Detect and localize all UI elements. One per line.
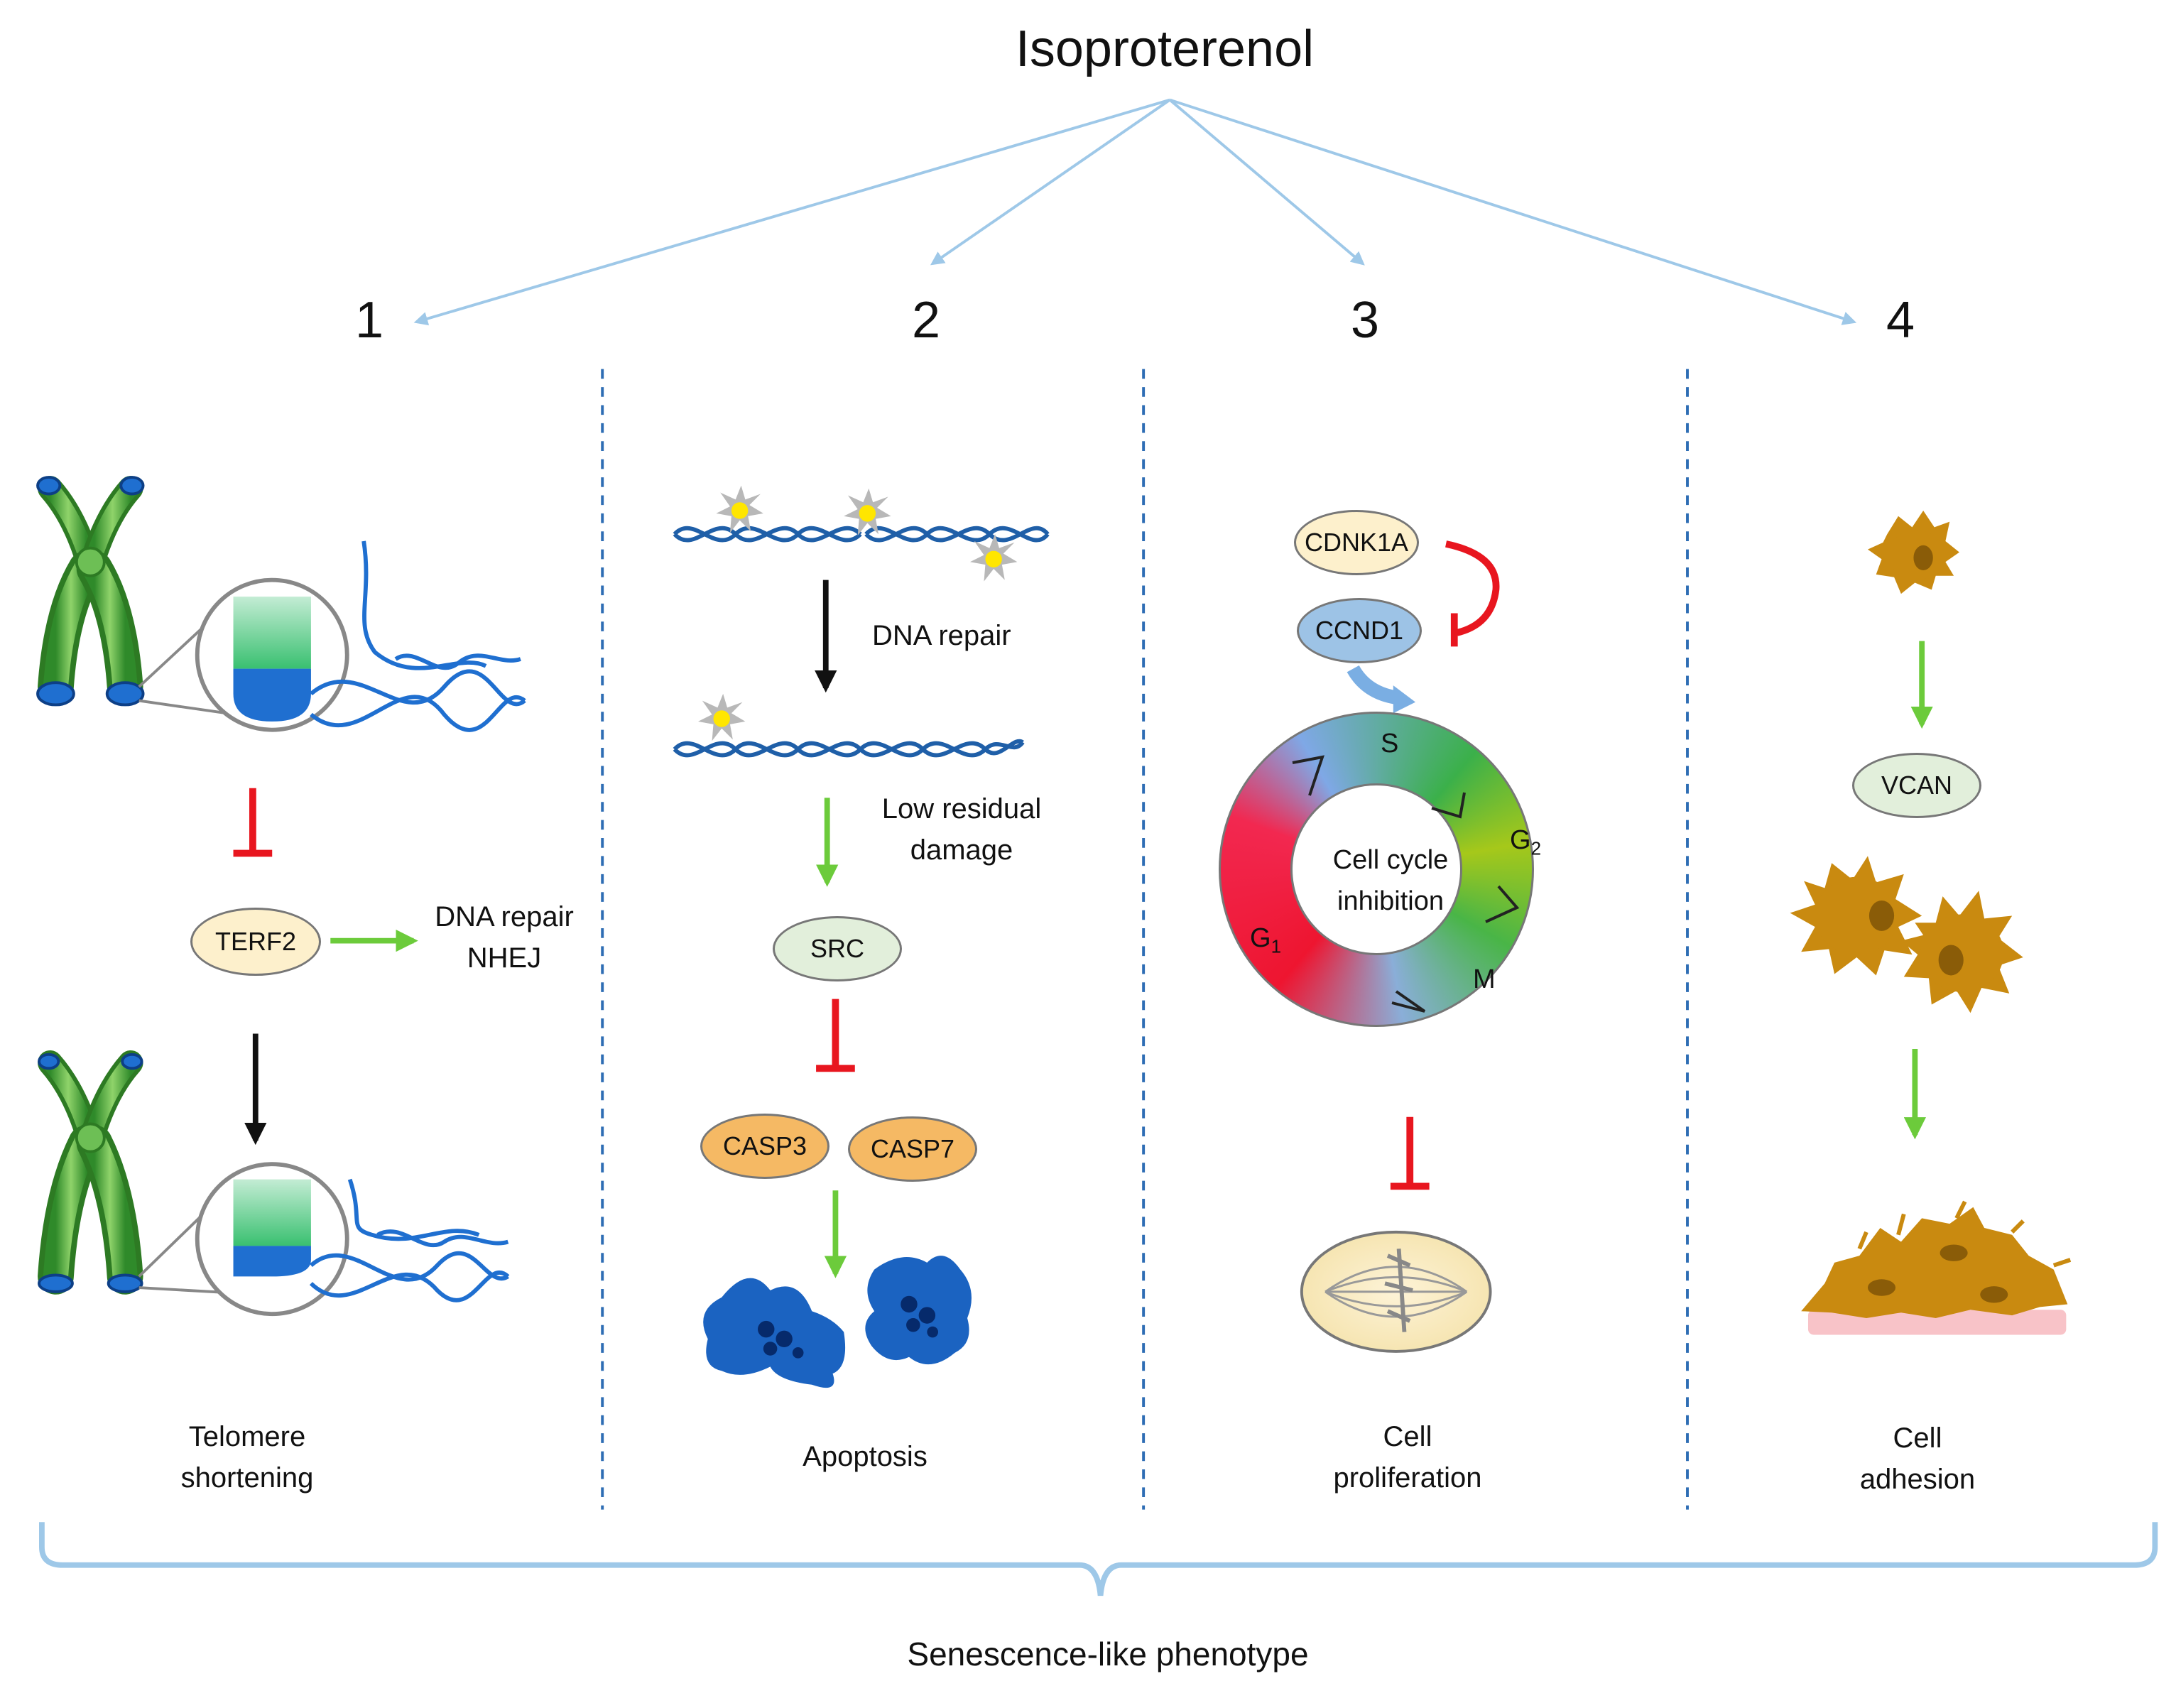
branch-arrow-2 (930, 99, 1171, 266)
dna-strand-bottom (309, 1178, 510, 1302)
inhibit-curve-cdnk1a (1445, 540, 1500, 636)
cell-cycle-center (1290, 783, 1462, 955)
apoptotic-cell-right (865, 1256, 972, 1365)
dna-repair-line: DNA repair (435, 901, 574, 932)
page-title: Isoproterenol (1015, 21, 1315, 77)
caption-3-line2: proliferation (1333, 1462, 1482, 1494)
adhered-cells-icon (1801, 1200, 2072, 1335)
phase-g2-sub: 2 (1530, 837, 1542, 859)
phase-g2-label: G2 (1510, 825, 1541, 860)
inhibit-bar-2 (816, 999, 855, 1072)
vcan-label: VCAN (1881, 771, 1953, 800)
damage-burst-icons (716, 485, 1018, 582)
low-residual-line: Low residual (881, 793, 1042, 825)
phase-g1-sub: 1 (1271, 935, 1282, 957)
ccnd1-label: CCND1 (1315, 616, 1403, 645)
caption-cell-adhesion: Cell adhesion (1818, 1418, 2017, 1500)
src-label: SRC (810, 934, 864, 963)
pathway-number-1: 1 (354, 292, 384, 349)
caption-2-line1: Apoptosis (803, 1441, 927, 1472)
cdnk1a-node: CDNK1A (1294, 510, 1419, 575)
mitotic-spindle (1300, 1230, 1492, 1353)
bottom-brace (39, 1522, 2158, 1597)
dna-repair-nhej-label: DNA repair NHEJ (426, 896, 582, 979)
branch-arrows (413, 98, 1857, 326)
footer-phenotype-label: Senescence-like phenotype (907, 1636, 1309, 1672)
caption-cell-proliferation: Cell proliferation (1308, 1416, 1507, 1498)
terf2-node: TERF2 (190, 908, 321, 976)
caption-apoptosis: Apoptosis (766, 1436, 964, 1477)
dna-repair-label: DNA repair (872, 620, 1011, 651)
cell-cycle-line1: Cell cycle (1332, 845, 1449, 875)
phase-g1-label: G1 (1250, 923, 1281, 958)
phase-m-label: M (1473, 964, 1496, 994)
caption-3-line1: Cell (1383, 1421, 1432, 1452)
column-dividers (601, 369, 1689, 1510)
inhibit-bar-1 (233, 788, 273, 857)
caption-4-line2: adhesion (1859, 1464, 1976, 1495)
nhej-line: NHEJ (467, 942, 542, 974)
branch-arrow-4 (1169, 98, 1857, 325)
casp7-node: CASP7 (848, 1116, 977, 1182)
phase-g2-letter: G (1510, 825, 1531, 855)
casp3-node: CASP3 (700, 1114, 829, 1179)
caption-1-line2: shortening (180, 1462, 314, 1494)
branch-arrow-1 (413, 98, 1170, 326)
telomere-zoom-bottom (195, 1162, 349, 1317)
cdnk1a-label: CDNK1A (1304, 528, 1409, 557)
ccnd1-node: CCND1 (1297, 598, 1422, 663)
damage-line: damage (910, 834, 1013, 866)
phase-s-label: S (1381, 729, 1399, 758)
chromosome-top (36, 476, 237, 717)
caption-telomere-shortening: Telomere shortening (148, 1416, 347, 1498)
telomere-zoom-top (195, 577, 349, 732)
damaged-dna-top (673, 526, 1050, 543)
caption-1-line1: Telomere (188, 1421, 306, 1452)
single-cell-icon (1867, 510, 1959, 594)
pathway-number-4: 4 (1886, 292, 1915, 349)
cell-cycle-line2: inhibition (1337, 886, 1444, 916)
casp3-label: CASP3 (722, 1131, 807, 1160)
casp7-label: CASP7 (870, 1134, 955, 1163)
damage-burst-residual (698, 693, 746, 741)
cell-cycle-center-label: Cell cycle inhibition (1277, 839, 1504, 922)
branch-arrow-3 (1169, 99, 1365, 266)
terf2-label: TERF2 (214, 927, 296, 956)
inhibit-bar-3 (1390, 1116, 1430, 1190)
cell-pair-icon (1790, 856, 2023, 1013)
pathway-number-3: 3 (1350, 292, 1380, 349)
cell-cycle-ring-graphic (1219, 712, 1534, 1027)
ccnd1-to-cycle-arrow (1347, 665, 1400, 705)
low-residual-damage-label: Low residual damage (869, 788, 1054, 871)
chromosome-bottom (38, 1050, 237, 1295)
phase-g1-letter: G (1250, 923, 1271, 953)
vcan-node: VCAN (1852, 753, 1981, 818)
phase-checkpoint-marks (1292, 755, 1520, 1013)
src-node: SRC (773, 916, 902, 981)
dna-strand-top (310, 540, 526, 732)
caption-4-line1: Cell (1893, 1423, 1942, 1454)
repaired-dna (673, 739, 1025, 758)
pathway-number-2: 2 (911, 292, 941, 349)
apoptotic-cell-left (703, 1278, 846, 1388)
